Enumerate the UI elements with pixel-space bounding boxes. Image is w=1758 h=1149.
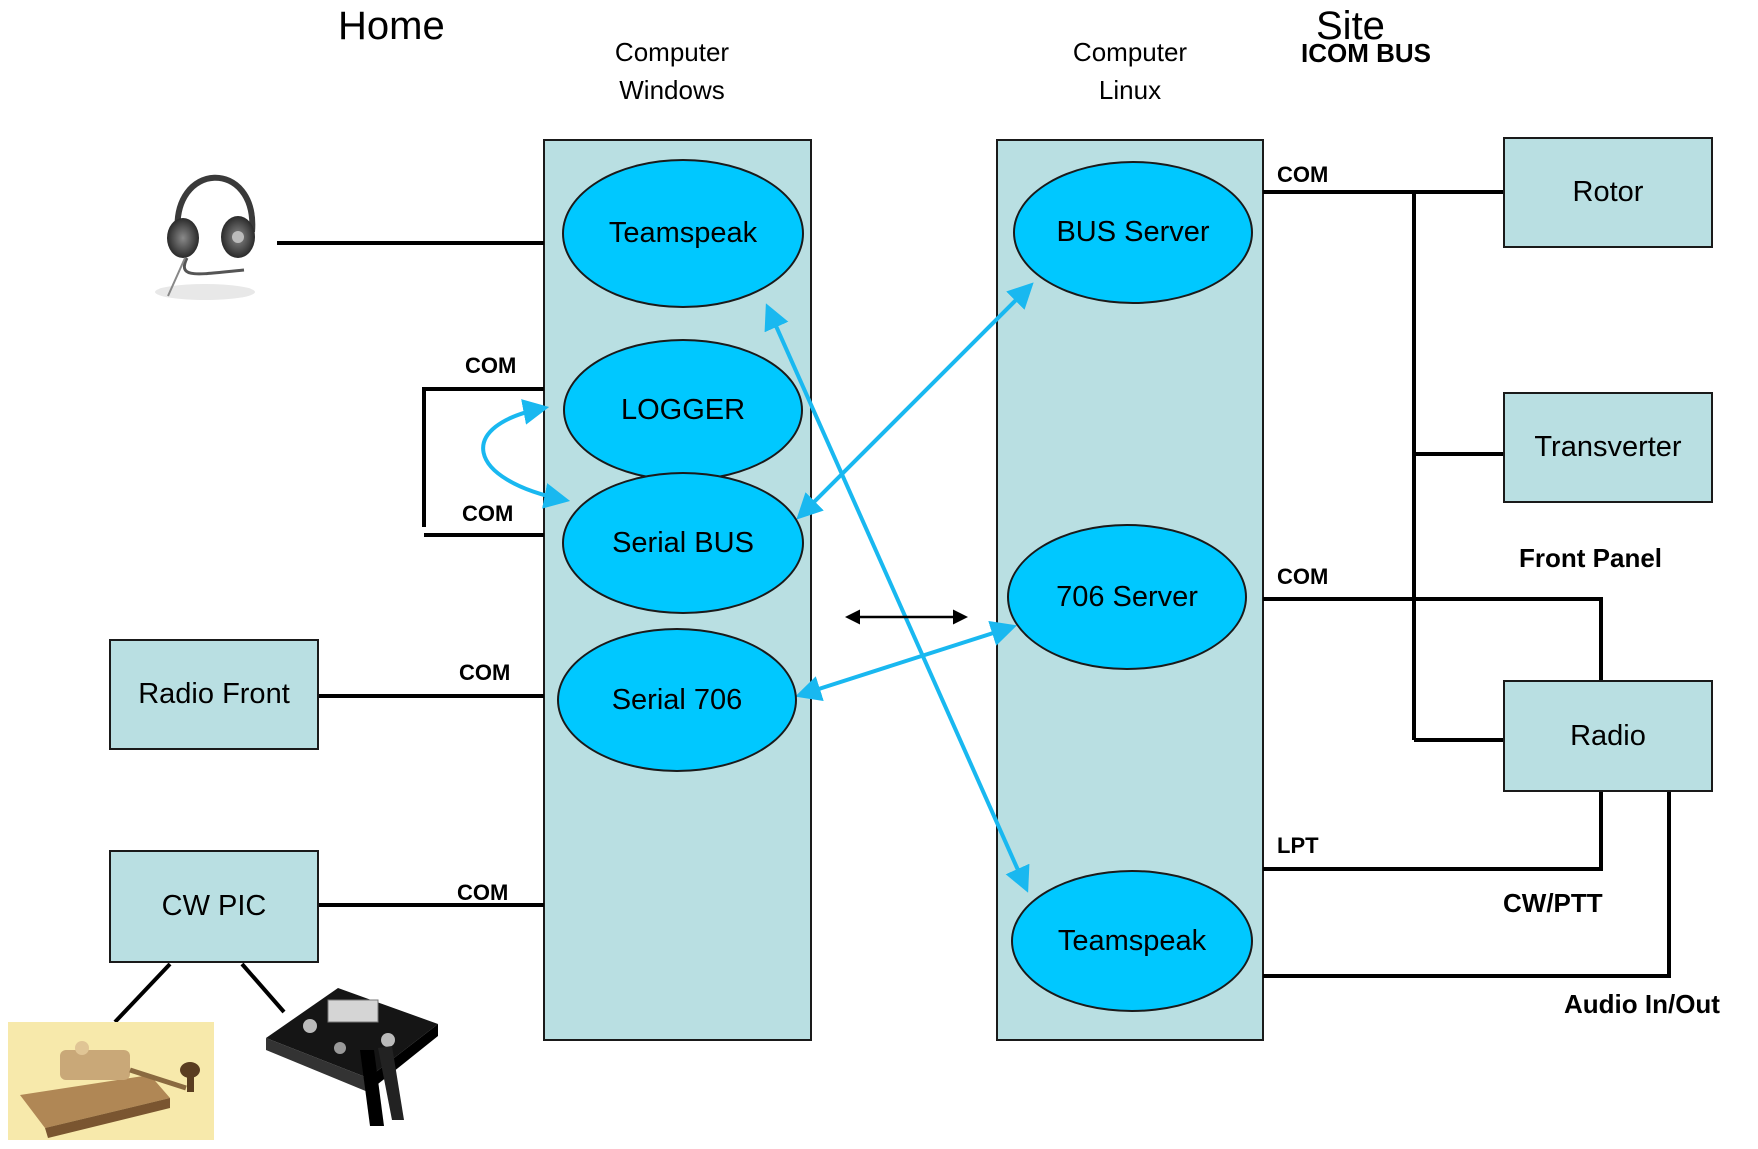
radio-front-box: Radio Front [109,639,319,750]
audio-in-out-label: Audio In/Out [1564,989,1720,1019]
com-radio-front-label: COM [459,660,511,685]
logger-node: LOGGER [563,339,803,481]
link-arrows [481,282,1034,893]
rotor-box: Rotor [1503,137,1713,248]
cw-ptt-label: CW/PTT [1503,888,1603,918]
com-logger-label: COM [465,353,517,378]
linux-computer-line2: Linux [1098,75,1162,105]
headset-icon [155,174,256,300]
logger-bus-loop-arrow [481,399,571,509]
windows-computer-line1: Computer [614,37,730,67]
bus-link-arrow [796,282,1034,520]
com-cw-pic-label: COM [457,880,509,905]
com-serial-bus-label: COM [462,501,514,526]
cw-pic-box: CW PIC [109,850,319,963]
paddle-key-icon [266,988,438,1126]
windows-computer-label: Computer Windows [592,33,752,109]
transverter-box: Transverter [1503,392,1713,503]
linux-computer-label: Computer Linux [1050,33,1210,109]
com-706-server-label: COM [1277,564,1329,589]
bus-server-node: BUS Server [1013,161,1253,304]
serial-706-node: Serial 706 [557,628,797,772]
home-heading: Home [338,4,445,48]
linux-teamspeak-node: Teamspeak [1011,870,1253,1012]
radio-box: Radio [1503,680,1713,792]
windows-computer-line2: Windows [619,75,725,105]
straight-key-icon [8,1022,214,1140]
icom-bus-label: ICOM BUS [1301,38,1431,68]
site-heading: Site [1316,4,1385,48]
serial-bus-node: Serial BUS [562,472,804,614]
home-wires [113,241,544,1024]
706-server-node: 706 Server [1007,524,1247,670]
com-bus-server-label: COM [1277,162,1329,187]
front-panel-label: Front Panel [1519,543,1663,573]
windows-teamspeak-node: Teamspeak [562,159,804,308]
lpt-label: LPT [1277,833,1319,858]
site-wires [1263,190,1671,978]
linux-computer-line1: Computer [1072,37,1188,67]
serial706-link-arrow [795,620,1017,702]
